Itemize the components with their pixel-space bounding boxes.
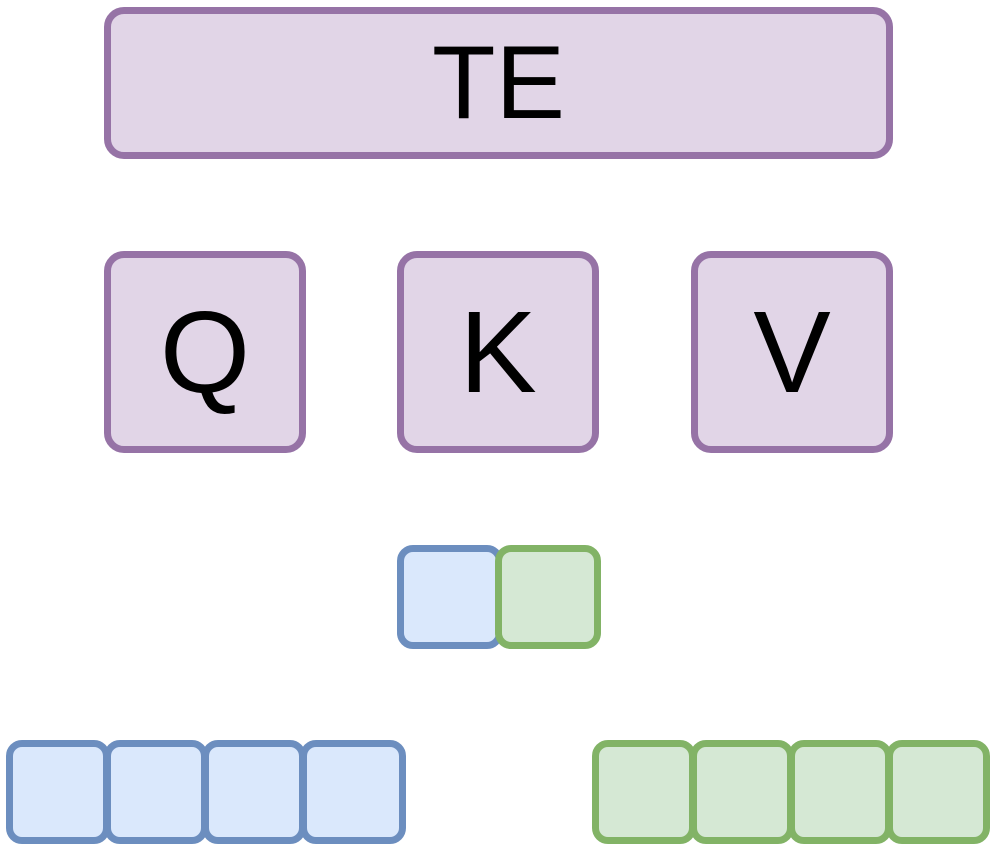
key-label: K [459,287,537,417]
te-label: TE [432,24,565,141]
key-block: K [397,251,599,453]
pair-green-cell [495,545,601,649]
green-vector-cell-1 [592,740,696,844]
blue-vector-cell-2 [104,740,208,844]
value-block: V [691,251,893,453]
blue-vector-cell-1 [6,740,110,844]
green-vector-cell-3 [788,740,892,844]
blue-vector-cell-3 [202,740,306,844]
query-label: Q [159,287,251,417]
query-block: Q [104,251,306,453]
pair-blue-cell [397,545,503,649]
green-vector-cell-2 [690,740,794,844]
blue-vector-cell-4 [300,740,406,844]
te-block: TE [104,7,893,159]
value-label: V [753,287,831,417]
green-vector-cell-4 [886,740,990,844]
